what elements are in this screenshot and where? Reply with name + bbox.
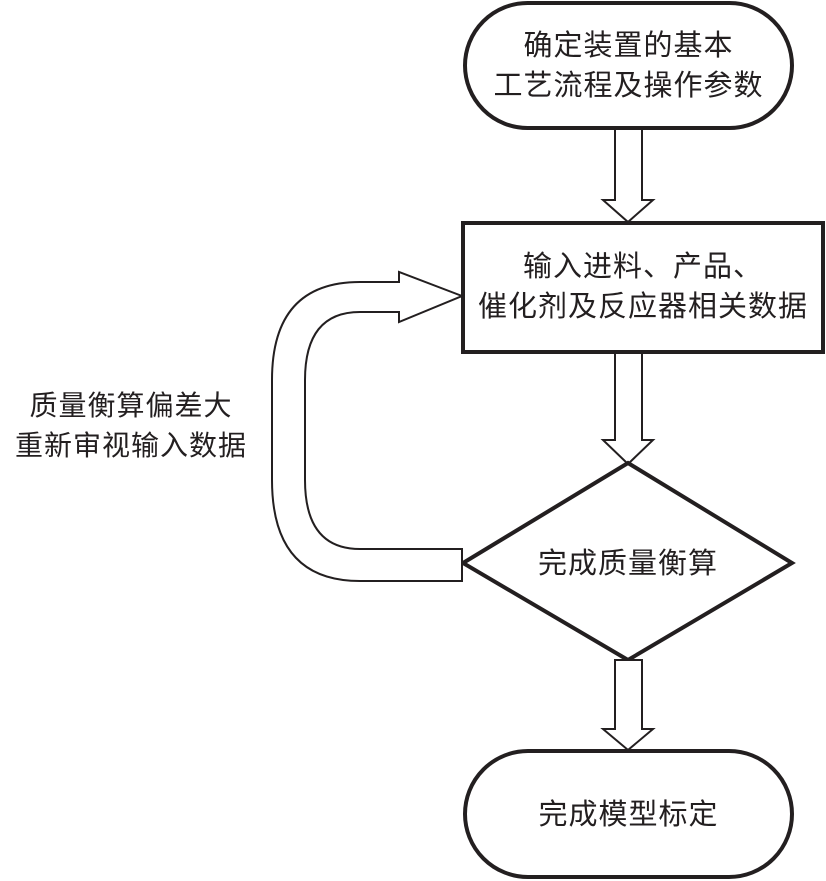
end-node-label: 完成模型标定 — [465, 794, 792, 834]
end-terminator — [463, 749, 794, 879]
balance-node-label: 完成质量衡算 — [463, 543, 793, 583]
end-label-line-1: 完成模型标定 — [538, 797, 719, 831]
feedback-curved-arrow — [271, 270, 465, 582]
input-label-line-1: 输入进料、产品、 — [522, 249, 763, 283]
input-label-line-2: 催化剂及反应器相关数据 — [477, 289, 808, 323]
start-label-line-2: 工艺流程及操作参数 — [493, 68, 764, 102]
arrow-balance-to-end — [600, 659, 656, 752]
input-node-label: 输入进料、产品、 催化剂及反应器相关数据 — [463, 246, 823, 326]
arrow-start-to-input — [600, 128, 656, 224]
input-process-box — [461, 221, 825, 354]
start-label-line-1: 确定装置的基本 — [523, 28, 734, 62]
feedback-label-line-2: 重新审视输入数据 — [14, 429, 247, 462]
arrow-input-to-balance — [600, 352, 656, 466]
start-node-label: 确定装置的基本 工艺流程及操作参数 — [465, 25, 792, 105]
feedback-label-line-1: 质量衡算偏差大 — [29, 389, 233, 422]
balance-label-line-1: 完成质量衡算 — [537, 546, 718, 580]
feedback-edge-label: 质量衡算偏差大 重新审视输入数据 — [0, 386, 262, 466]
